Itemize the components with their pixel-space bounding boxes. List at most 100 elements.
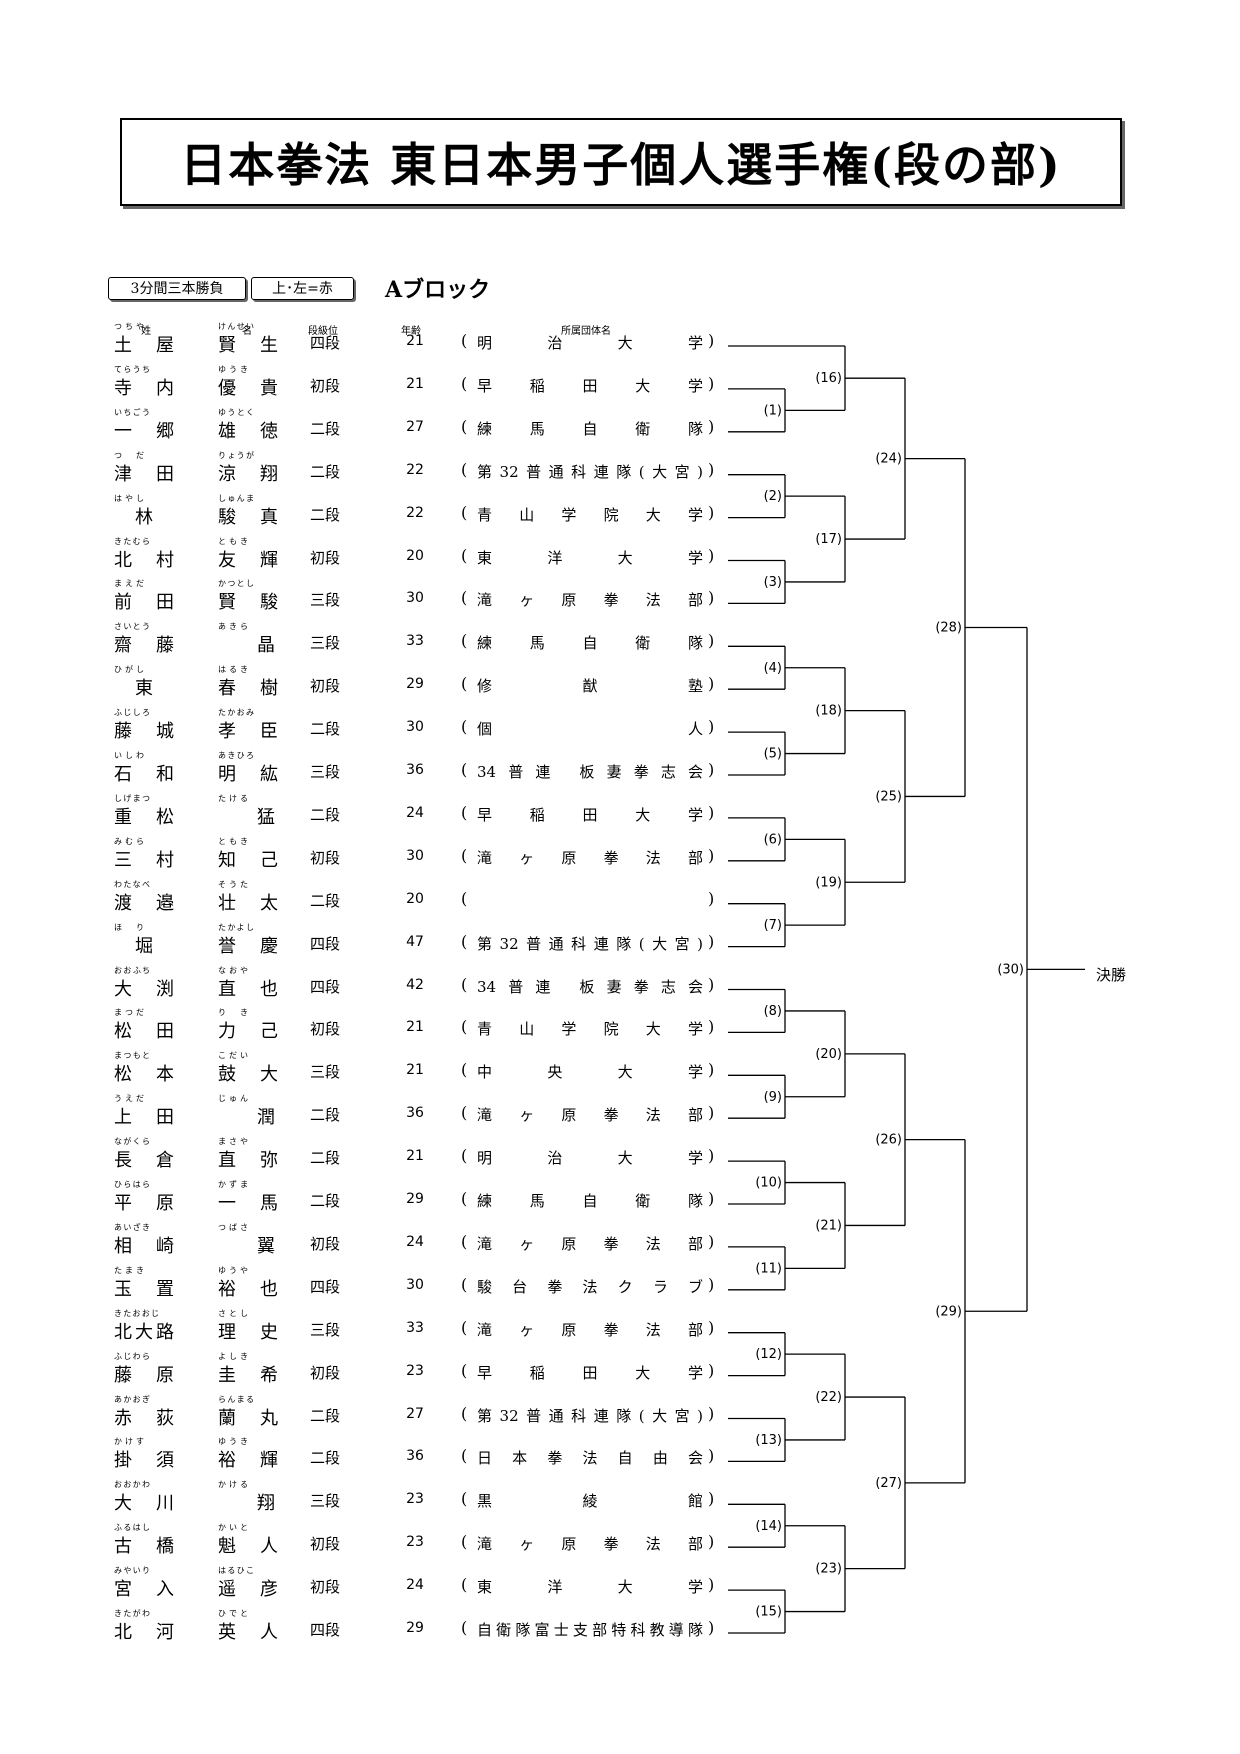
match-number: (25) [875, 789, 902, 804]
surname-reading: いしわ [114, 751, 144, 760]
age: 29 [406, 676, 424, 693]
paren-close: ) [708, 1446, 715, 1466]
header-given: 名 [242, 326, 252, 337]
given-name-reading: かつとし [218, 579, 254, 589]
paren-open: ( [461, 631, 468, 651]
organization: 34普連 板妻拳志会 [477, 977, 703, 996]
paren-close: ) [708, 931, 715, 951]
rank: 初段 [310, 1535, 341, 1554]
paren-open: ( [461, 931, 468, 951]
surname: 赤荻 [114, 1407, 174, 1429]
age: 21 [406, 333, 424, 349]
organization: 明治大学 [477, 334, 703, 352]
given-name-reading: ゆうき [218, 364, 248, 374]
age: 33 [406, 1319, 424, 1336]
rank: 二段 [310, 462, 341, 481]
given-name-reading: ゆうき [218, 1437, 248, 1447]
given-name: 賢駿 [218, 592, 278, 614]
given-name: 誉慶 [218, 935, 278, 957]
given-name: 壮太 [218, 892, 278, 914]
paren-close: ) [708, 1060, 715, 1080]
match-number: (23) [815, 1562, 842, 1577]
age: 22 [406, 504, 424, 521]
age: 42 [406, 976, 424, 993]
given-name: 裕輝 [218, 1450, 278, 1472]
rank: 三段 [310, 1063, 341, 1082]
surname-reading: はやし [114, 493, 144, 503]
rank: 二段 [310, 505, 341, 524]
rank: 二段 [310, 1449, 341, 1468]
organization: 駿台拳法クラブ [477, 1277, 703, 1296]
surname-reading: きたむら [114, 536, 150, 546]
surname: 藤城 [114, 721, 174, 743]
surname: 玉置 [114, 1278, 174, 1300]
match-number: (14) [755, 1519, 782, 1534]
rank: 二段 [310, 805, 341, 824]
match-number: (28) [935, 621, 962, 636]
organization: 早稲田大学 [477, 376, 703, 395]
given-name: 駿真 [218, 506, 278, 528]
surname: 古橋 [114, 1536, 174, 1558]
paren-open: ( [461, 1360, 468, 1380]
given-name-reading: まさや [218, 1137, 248, 1147]
age: 24 [406, 1577, 424, 1594]
given-name: 雄徳 [218, 420, 278, 442]
paren-close: ) [708, 1189, 715, 1208]
surname-reading: ふじしろ [114, 708, 150, 718]
organization: 個人 [477, 720, 703, 739]
paren-close: ) [708, 1017, 715, 1037]
given-name-reading: よしき [218, 1351, 248, 1361]
rank: 二段 [310, 1149, 341, 1168]
organization: 第32普通科連隊(大宮) [477, 462, 703, 481]
organization: 日本拳法自由会 [477, 1449, 703, 1468]
age: 29 [406, 1620, 424, 1636]
rank: 四段 [310, 934, 341, 953]
block-label: Aブロック [385, 277, 491, 303]
paren-close: ) [708, 1146, 715, 1166]
surname-reading: ひらはら [114, 1180, 150, 1189]
paren-close: ) [708, 373, 715, 393]
surname: 相崎 [114, 1235, 174, 1257]
age: 20 [406, 547, 424, 564]
surname-reading: たまき [114, 1265, 144, 1275]
paren-close: ) [708, 331, 715, 350]
surname-reading: おおかわ [114, 1480, 150, 1490]
given-name-reading: ゆうや [218, 1265, 248, 1275]
given-name-reading: はるき [218, 665, 248, 675]
surname-reading: おおふち [114, 965, 150, 975]
paren-open: ( [461, 588, 468, 608]
paren-close: ) [708, 888, 715, 908]
match-number: (27) [875, 1476, 902, 1491]
header-surname: 姓 [141, 326, 151, 337]
surname: 宮入 [114, 1579, 174, 1601]
rank: 二段 [310, 720, 341, 739]
given-name: 友輝 [218, 549, 278, 571]
rank: 初段 [310, 376, 341, 395]
paren-close: ) [708, 674, 715, 694]
given-name: 鼓大 [218, 1064, 278, 1086]
match-number: (13) [755, 1433, 782, 1448]
rank: 二段 [310, 1106, 341, 1125]
match-number: (20) [815, 1047, 842, 1062]
organization: 修猷塾 [477, 677, 703, 696]
surname: 寺内 [114, 377, 174, 399]
match-number: (18) [815, 704, 842, 719]
age: 23 [406, 1491, 424, 1508]
surname-reading: きたがわ [114, 1609, 150, 1618]
match-number: (10) [755, 1176, 782, 1191]
final-label: 決勝 [1096, 966, 1127, 984]
surname-reading: ひがし [114, 665, 144, 675]
match-number: (24) [875, 452, 902, 467]
paren-open: ( [461, 1403, 468, 1423]
surname-reading: ふるはし [114, 1523, 150, 1533]
paren-close: ) [708, 1360, 715, 1380]
